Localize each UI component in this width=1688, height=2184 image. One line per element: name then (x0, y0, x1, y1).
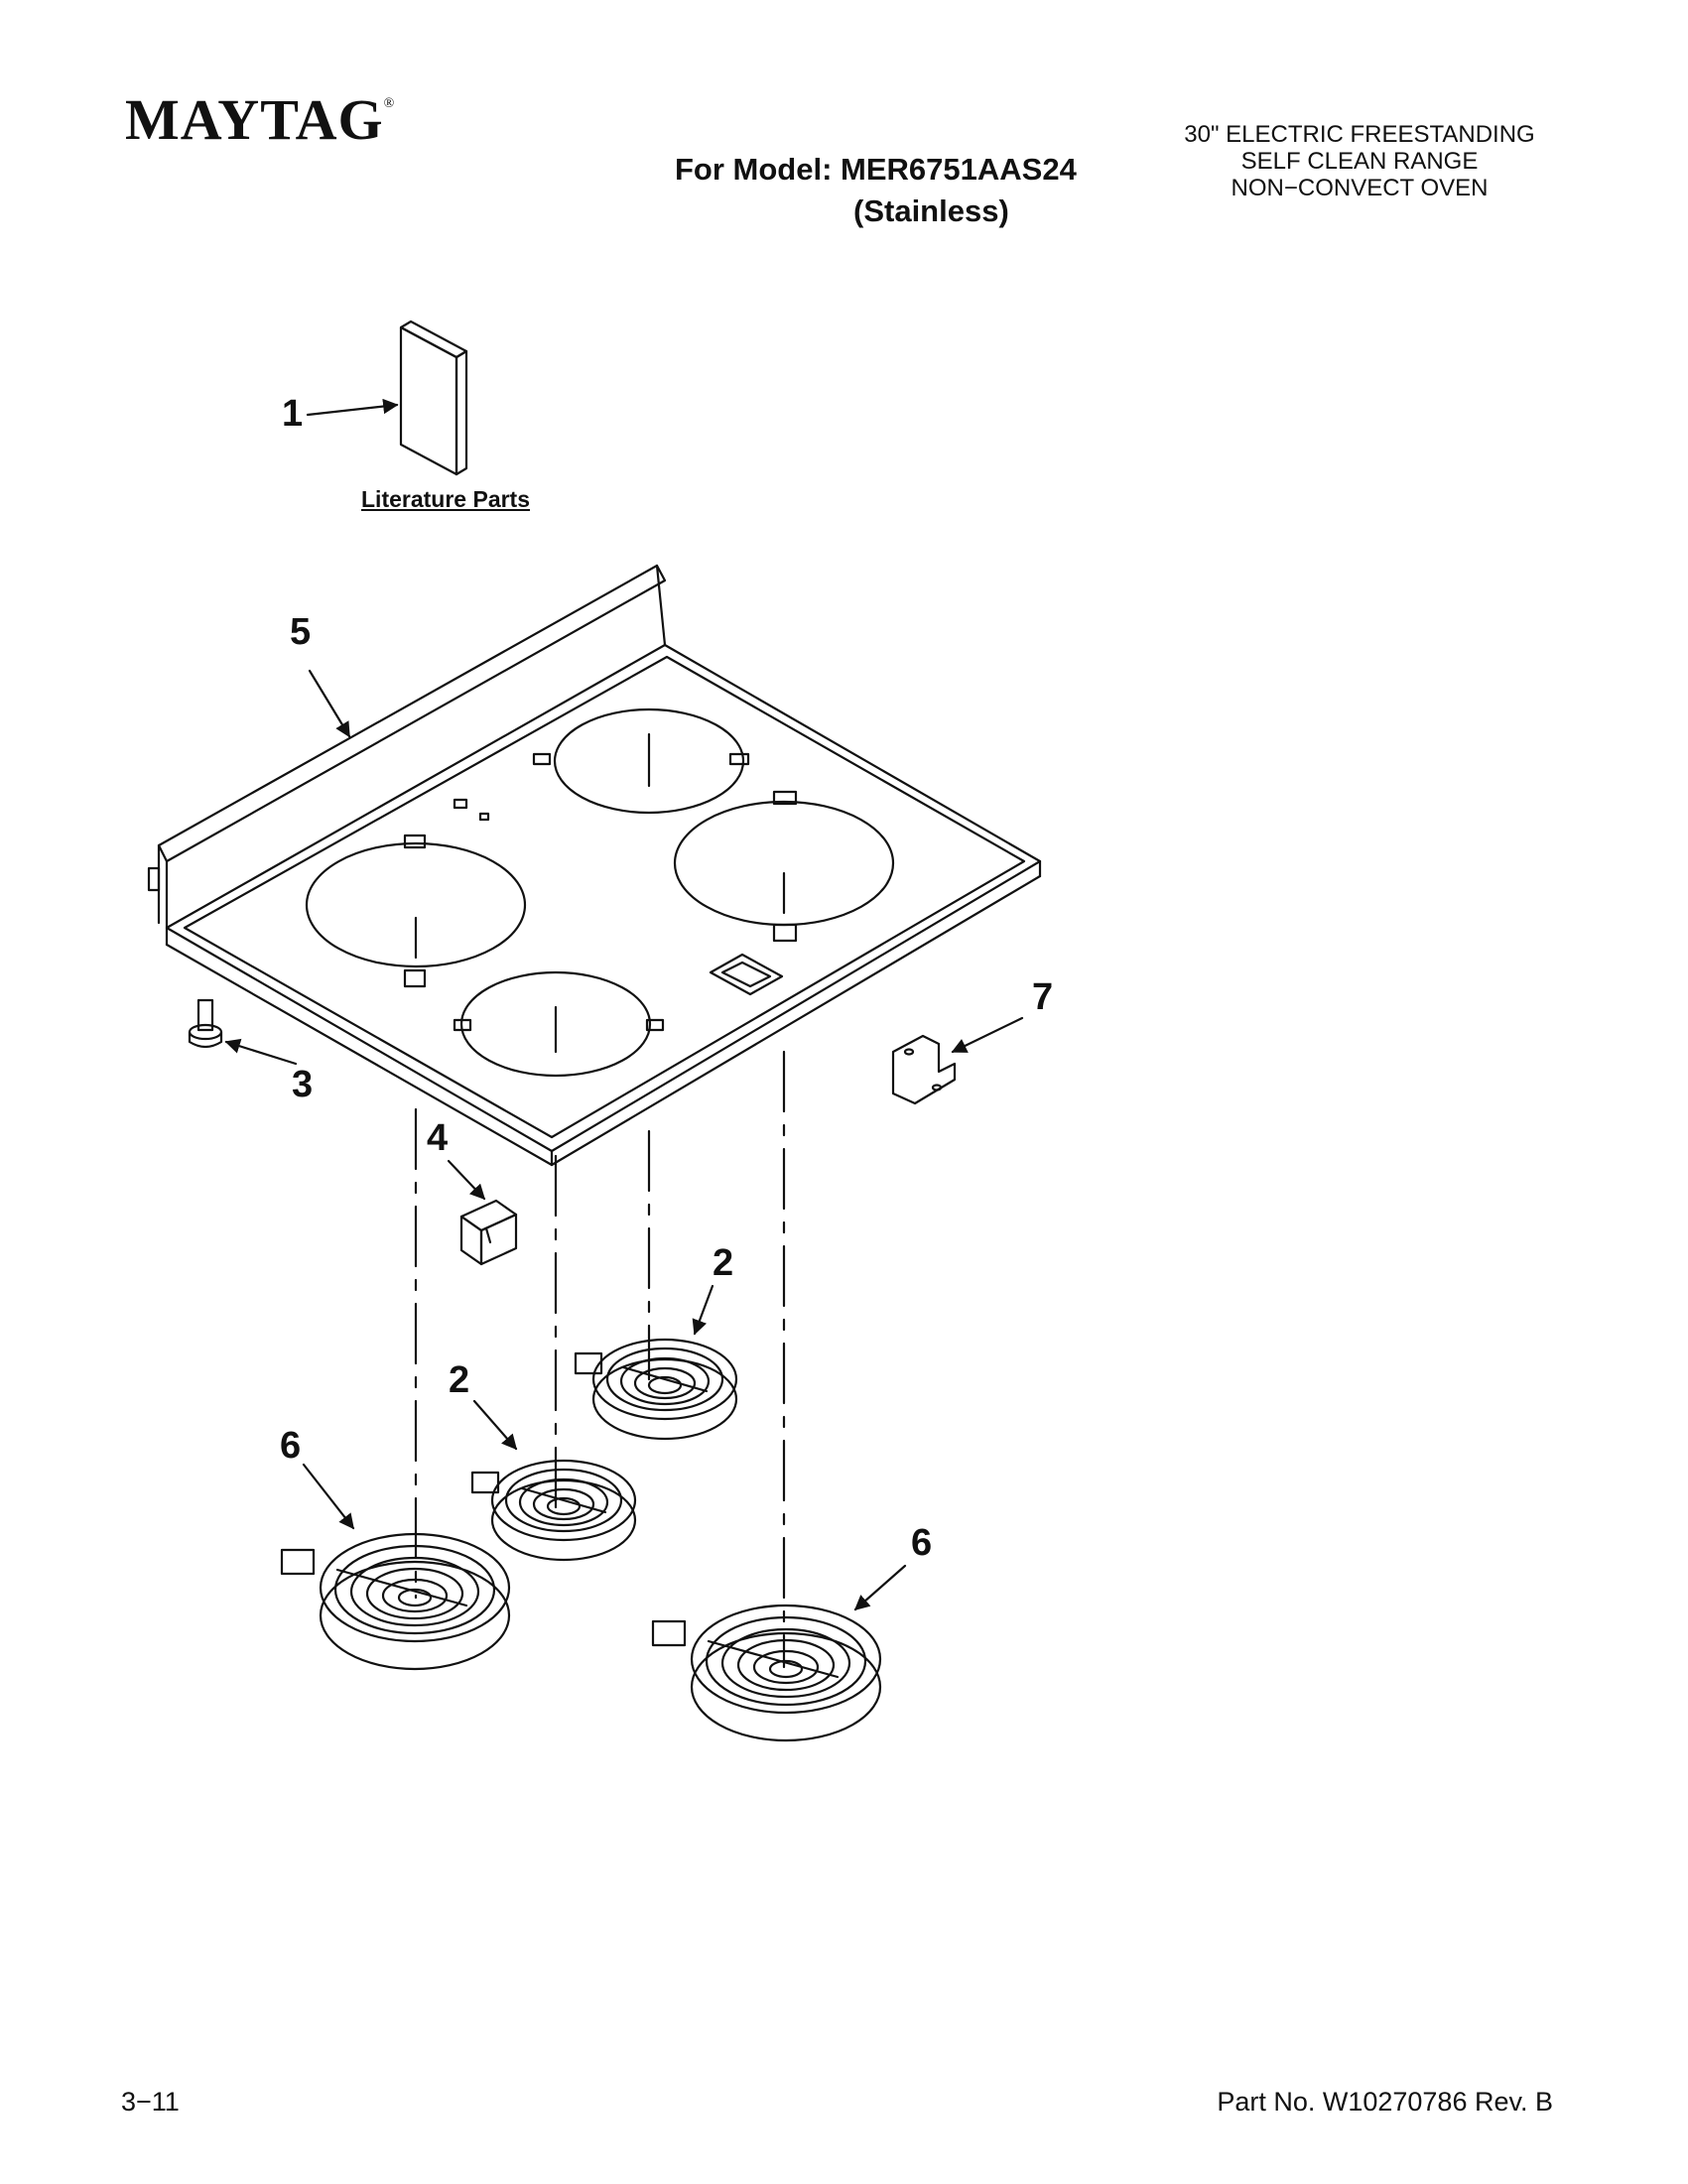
cooktop-glass (147, 564, 1042, 1167)
surface-element-small-lower (470, 1459, 637, 1562)
model-variant: (Stainless) (853, 193, 1009, 228)
knob-clip (188, 998, 223, 1049)
surface-element-large-left (280, 1532, 511, 1671)
callout-3: 3 (292, 1064, 314, 1105)
leader-line-1 (306, 398, 399, 417)
callout-6: 6 (911, 1522, 933, 1564)
callout-6: 6 (280, 1425, 302, 1467)
part-number: Part No. W10270786 Rev. B (1217, 2087, 1553, 2117)
leader-line-4 (447, 1159, 486, 1201)
surface-element-small-upper (574, 1338, 738, 1441)
leader-line-7 (951, 1016, 1024, 1054)
callout-1: 1 (282, 393, 304, 435)
description-line: 30" ELECTRIC FREESTANDING (1184, 121, 1535, 148)
leader-line-6b (853, 1564, 907, 1611)
callout-2: 2 (713, 1242, 734, 1284)
mounting-bracket (891, 1034, 957, 1105)
assembly-lines (414, 1050, 786, 1669)
description-line: NON−CONVECT OVEN (1231, 175, 1489, 201)
callout-5: 5 (290, 611, 312, 653)
leader-line-2b (472, 1399, 518, 1451)
leader-line-5 (308, 669, 351, 738)
insulation-block (459, 1199, 518, 1266)
description-line: SELF CLEAN RANGE (1240, 148, 1479, 175)
page-number: 3−11 (121, 2087, 180, 2117)
leader-line-3 (224, 1038, 298, 1066)
callout-4: 4 (427, 1117, 449, 1159)
product-description: 30" ELECTRIC FREESTANDING SELF CLEAN RAN… (1151, 121, 1568, 201)
literature-booklet (399, 320, 468, 476)
callout-7: 7 (1032, 976, 1054, 1018)
model-title: For Model: MER6751AAS24 (675, 152, 1077, 187)
callout-2: 2 (449, 1359, 470, 1401)
literature-parts-label: Literature Parts (361, 486, 531, 512)
surface-element-large-right (651, 1604, 882, 1742)
leader-line-6a (302, 1463, 355, 1530)
brand-logo: MAYTAG® (125, 87, 396, 152)
leader-line-2a (692, 1284, 714, 1336)
